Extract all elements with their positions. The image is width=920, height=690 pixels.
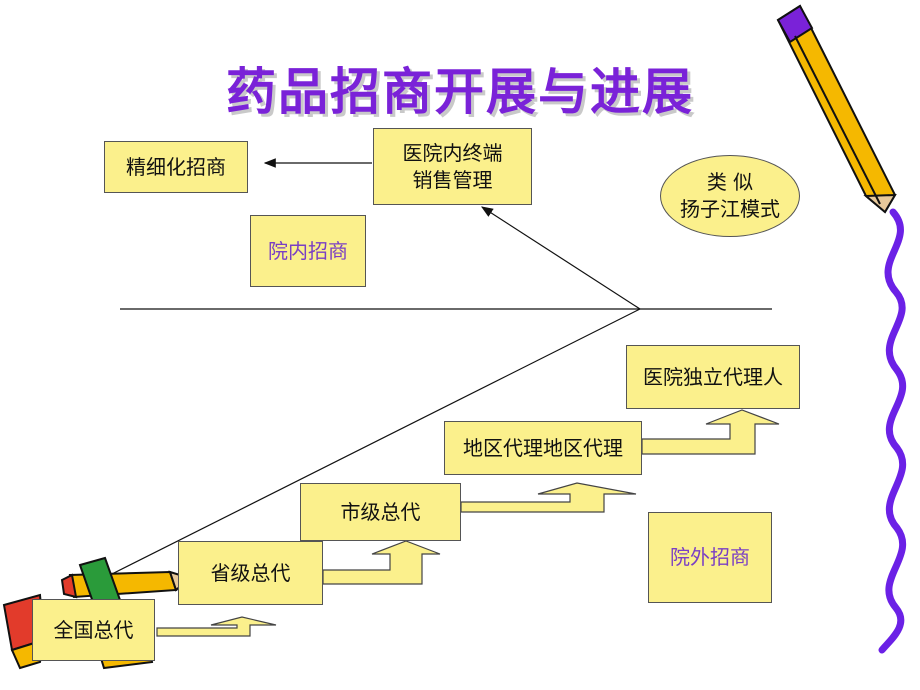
in-hospital-box: 院内招商 [250,215,366,287]
step-arrow-4 [641,409,780,455]
wavy-border [878,208,907,654]
regional-agent-box: 地区代理地区代理 [444,421,642,475]
similar-model-ellipse: 类 似 扬子江模式 [660,155,800,237]
hospital-terminal-box: 医院内终端 销售管理 [373,128,532,205]
step-arrow-1 [156,616,277,637]
step-arrow-2 [322,540,441,585]
hospital-agent-box: 医院独立代理人 [626,345,800,409]
page-title: 药品招商开展与进展 [226,63,694,121]
diagonal-line [99,308,641,581]
national-agent-box: 全国总代 [32,599,155,661]
out-hospital-box: 院外招商 [648,512,772,603]
fine-recruit-box: 精细化招商 [104,141,248,193]
terminal-arrow [480,206,641,310]
step-arrow-3 [460,482,637,513]
pencil-top-icon [776,4,897,214]
provincial-agent-box: 省级总代 [178,541,323,605]
city-agent-box: 市级总代 [300,483,461,541]
